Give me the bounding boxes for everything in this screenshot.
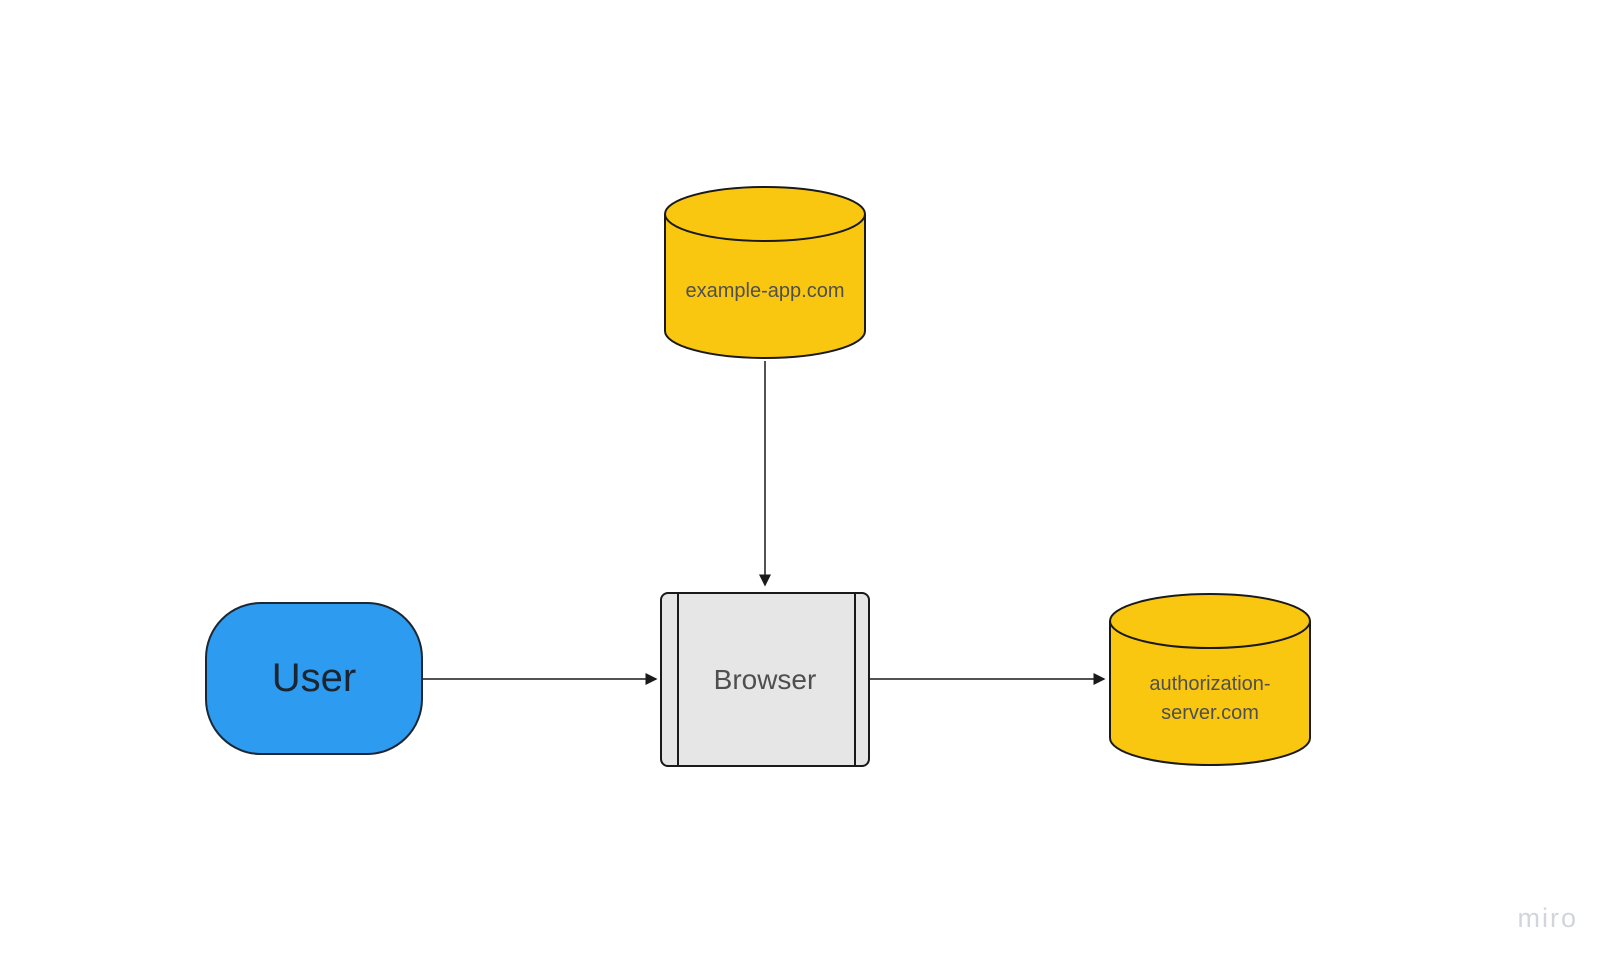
node-label-browser: Browser [713, 663, 817, 695]
miro-watermark: miro [1517, 903, 1578, 933]
node-example-app[interactable]: example-app.com [663, 185, 867, 360]
node-user[interactable]: User [205, 602, 423, 755]
inner-right-bar [854, 594, 856, 765]
inner-left-bar [677, 594, 679, 765]
node-browser[interactable]: Browser [660, 592, 870, 767]
node-label-user: User [271, 656, 357, 700]
node-auth-server[interactable]: authorization-server.com [1108, 592, 1312, 767]
cylinder-shape [1109, 593, 1311, 766]
cylinder-shape [664, 186, 866, 359]
